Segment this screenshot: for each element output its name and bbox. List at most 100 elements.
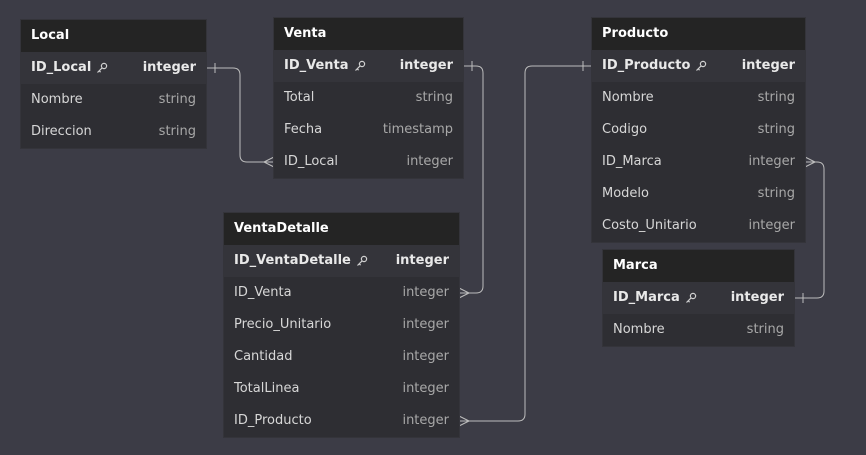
table-title: Producto xyxy=(592,18,805,50)
column-type: integer xyxy=(406,154,453,169)
column-type: string xyxy=(746,322,784,337)
column-name-text: Modelo xyxy=(602,186,649,201)
column-name-text: ID_Local xyxy=(284,154,339,169)
column-name-text: Costo_Unitario xyxy=(602,218,697,233)
column-row-costo-unitario[interactable]: Costo_Unitario integer xyxy=(592,210,805,242)
column-name: ID_Producto xyxy=(602,50,707,82)
column-type: string xyxy=(757,186,795,201)
column-row-cantidad[interactable]: Cantidad integer xyxy=(224,341,459,373)
column-name-text: Codigo xyxy=(602,122,648,137)
column-name: ID_Marca xyxy=(602,146,662,178)
column-type: integer xyxy=(142,60,196,75)
column-type: integer xyxy=(395,253,449,268)
column-type: integer xyxy=(748,218,795,233)
column-name-text: TotalLinea xyxy=(234,381,300,396)
column-row-nombre[interactable]: Nombre string xyxy=(21,84,206,116)
column-row-codigo[interactable]: Codigo string xyxy=(592,114,805,146)
column-type: integer xyxy=(402,413,449,428)
column-name-text: ID_Venta xyxy=(234,285,292,300)
column-type: string xyxy=(158,124,196,139)
column-type: integer xyxy=(748,154,795,169)
relationship-marca-producto-many-marker xyxy=(804,156,816,168)
column-name: Fecha xyxy=(284,114,322,146)
column-name: ID_Venta xyxy=(284,50,366,82)
column-name: Nombre xyxy=(602,82,654,114)
column-row-total[interactable]: Total string xyxy=(274,82,463,114)
column-row-id-marca[interactable]: ID_Marca integer xyxy=(592,146,805,178)
column-name: ID_Marca xyxy=(613,282,697,314)
column-row-modelo[interactable]: Modelo string xyxy=(592,178,805,210)
column-name-text: Nombre xyxy=(613,322,665,337)
column-name-text: Nombre xyxy=(31,92,83,107)
relationship-producto-venta-detalle-line xyxy=(459,65,592,422)
column-row-total-linea[interactable]: TotalLinea integer xyxy=(224,373,459,405)
column-name: Nombre xyxy=(613,314,665,346)
column-name: Cantidad xyxy=(234,341,292,373)
column-row-direccion[interactable]: Direccion string xyxy=(21,116,206,148)
column-name-text: ID_Venta xyxy=(284,58,349,73)
column-name-text: ID_VentaDetalle xyxy=(234,253,351,268)
key-icon xyxy=(695,60,707,72)
column-name-text: ID_Local xyxy=(31,60,92,75)
column-row-id-venta-detalle[interactable]: ID_VentaDetalle integer xyxy=(224,245,459,277)
column-type: integer xyxy=(402,317,449,332)
column-row-nombre[interactable]: Nombre string xyxy=(592,82,805,114)
column-type: integer xyxy=(741,58,795,73)
relationship-venta-venta-detalle-many-marker xyxy=(458,287,470,299)
column-type: integer xyxy=(399,58,453,73)
column-name: TotalLinea xyxy=(234,373,299,405)
column-name-text: Direccion xyxy=(31,124,92,139)
column-name: Modelo xyxy=(602,178,649,210)
column-row-id-marca[interactable]: ID_Marca integer xyxy=(603,282,794,314)
table-title: Venta xyxy=(274,18,463,50)
column-name: Direccion xyxy=(31,116,92,148)
column-name: ID_Venta xyxy=(234,277,292,309)
column-name: ID_Local xyxy=(31,52,108,84)
column-name: Nombre xyxy=(31,84,83,116)
column-name-text: ID_Producto xyxy=(234,413,312,428)
column-type: string xyxy=(415,90,453,105)
column-type: integer xyxy=(730,290,784,305)
column-type: string xyxy=(757,122,795,137)
column-name-text: Cantidad xyxy=(234,349,293,364)
column-type: integer xyxy=(402,285,449,300)
column-name-text: ID_Marca xyxy=(613,290,680,305)
key-icon xyxy=(685,292,697,304)
column-row-id-producto[interactable]: ID_Producto integer xyxy=(224,405,459,437)
column-name: ID_Producto xyxy=(234,405,312,437)
column-row-fecha[interactable]: Fecha timestamp xyxy=(274,114,463,146)
column-name-text: ID_Producto xyxy=(602,58,691,73)
column-row-id-local[interactable]: ID_Local integer xyxy=(274,146,463,178)
column-name: Codigo xyxy=(602,114,647,146)
column-name: ID_Local xyxy=(284,146,338,178)
column-type: string xyxy=(158,92,196,107)
relationship-local-venta-many-marker xyxy=(263,156,275,168)
column-row-id-producto[interactable]: ID_Producto integer xyxy=(592,50,805,82)
column-type: string xyxy=(757,90,795,105)
column-row-id-local[interactable]: ID_Local integer xyxy=(21,52,206,84)
relationship-local-venta-line xyxy=(206,67,274,163)
key-icon xyxy=(354,60,366,72)
key-icon xyxy=(356,255,368,267)
column-type: integer xyxy=(402,381,449,396)
column-type: integer xyxy=(402,349,449,364)
key-icon xyxy=(96,62,108,74)
table-title: VentaDetalle xyxy=(224,213,459,245)
column-row-id-venta[interactable]: ID_Venta integer xyxy=(224,277,459,309)
table-title: Local xyxy=(21,20,206,52)
column-row-nombre[interactable]: Nombre string xyxy=(603,314,794,346)
column-name-text: Fecha xyxy=(284,122,323,137)
table-title: Marca xyxy=(603,250,794,282)
column-row-id-venta[interactable]: ID_Venta integer xyxy=(274,50,463,82)
column-name: Precio_Unitario xyxy=(234,309,331,341)
column-name-text: Total xyxy=(284,90,315,105)
column-row-precio-unitario[interactable]: Precio_Unitario integer xyxy=(224,309,459,341)
relationship-producto-venta-detalle-many-marker xyxy=(458,415,470,427)
column-type: timestamp xyxy=(382,122,453,137)
